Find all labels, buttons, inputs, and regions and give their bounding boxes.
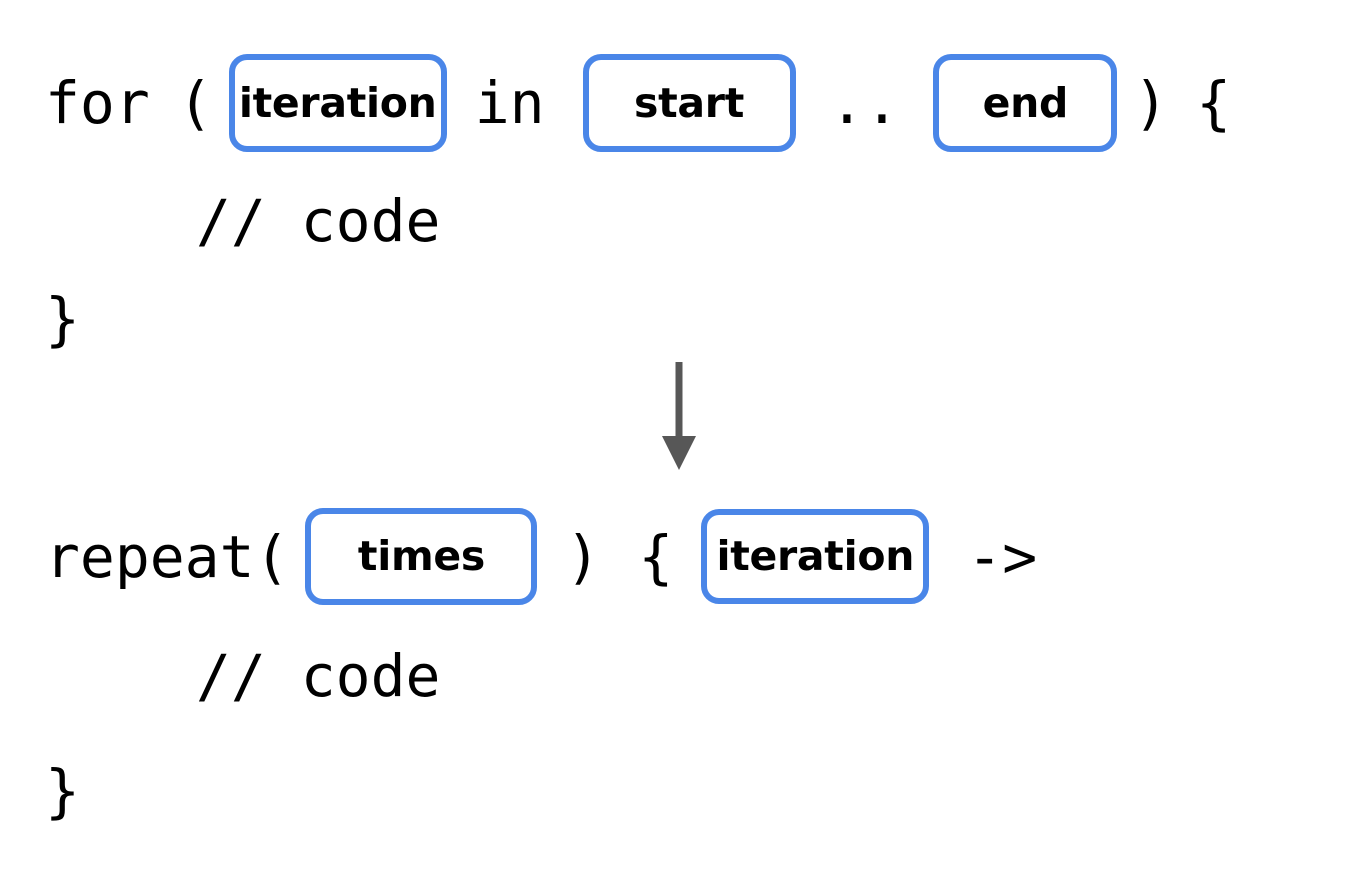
slot-end[interactable]: end bbox=[933, 54, 1118, 152]
code-line-for-header: for ( iteration in start .. end ) { bbox=[45, 54, 1231, 152]
range-operator: .. bbox=[829, 69, 900, 137]
slot-iteration[interactable]: iteration bbox=[228, 54, 447, 152]
paren-close: ) bbox=[1133, 69, 1169, 137]
code-line-close-before: } bbox=[45, 288, 80, 350]
function-repeat: repeat( bbox=[45, 522, 290, 591]
keyword-in: in bbox=[474, 69, 545, 137]
slot-iteration[interactable]: iteration bbox=[701, 509, 930, 604]
brace-close: } bbox=[45, 757, 80, 825]
arrow-down-icon bbox=[652, 358, 708, 474]
code-line-close-after: } bbox=[45, 760, 80, 822]
brace-open: { bbox=[1196, 69, 1232, 137]
keyword-for: for bbox=[45, 69, 150, 137]
slot-times[interactable]: times bbox=[305, 508, 538, 605]
paren-close: ) bbox=[565, 522, 601, 591]
brace-open: { bbox=[638, 522, 674, 591]
comment-text: // code bbox=[196, 642, 441, 710]
code-line-comment-before: // code bbox=[196, 190, 440, 252]
brace-close: } bbox=[45, 285, 80, 353]
slot-start[interactable]: start bbox=[582, 54, 796, 152]
code-line-comment-after: // code bbox=[196, 645, 440, 707]
lambda-arrow: -> bbox=[967, 522, 1038, 591]
paren-open: ( bbox=[177, 69, 213, 137]
code-line-repeat-header: repeat( times ) { iteration -> bbox=[45, 508, 1037, 605]
comment-text: // code bbox=[196, 187, 441, 255]
